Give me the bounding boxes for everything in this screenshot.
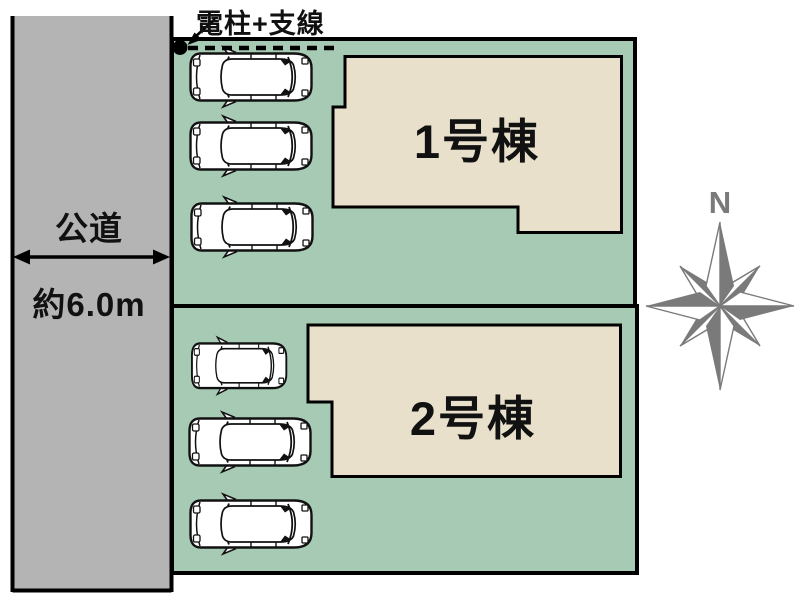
building-2-footprint [306,323,622,478]
utility-pole-label: 電柱+支線 [196,9,325,39]
car-icon [189,492,313,556]
road-name: 公道 [55,210,123,247]
compass-north-label: N [708,185,732,220]
road-width-arrow-left-head [13,249,30,265]
car-icon [190,195,314,259]
building-2-label: 2号棟 [409,392,537,445]
compass-rose-icon [645,221,795,391]
road-area [12,16,172,592]
car-icon [190,336,288,396]
pole-pointer-arrowhead [187,32,202,45]
car-icon [188,410,312,474]
car-icon [189,45,313,109]
utility-pole-dot [172,40,188,55]
building-1-footprint [331,55,623,234]
road-label: 公道 約6.0m [14,172,164,324]
building-1-label: 1号棟 [413,115,541,168]
road-width-value: 約6.0m [32,286,146,323]
road-width-arrow-right-head [153,249,170,265]
car-icon [189,114,313,178]
pole-pointer-line [194,18,216,38]
